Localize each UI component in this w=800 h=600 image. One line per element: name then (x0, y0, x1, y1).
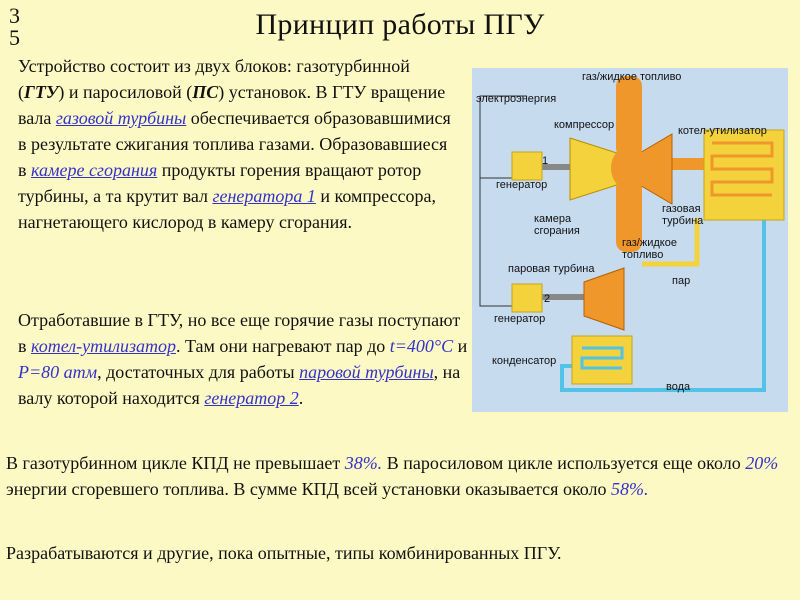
link-gas-turbine[interactable]: газовой турбины (55, 108, 187, 128)
text-span: Устройство состоит из двух блоков: газот… (18, 56, 410, 102)
ccgt-diagram: газ/жидкое топливо электроэнергия компре… (472, 68, 788, 412)
link-generator-2[interactable]: генератор 2 (204, 388, 299, 408)
slide-number: 35 (9, 3, 20, 50)
paragraph-device-description: Устройство состоит из двух блоков: газот… (18, 53, 458, 235)
paragraph-efficiency: В газотурбинном цикле КПД не превышает 3… (6, 450, 796, 502)
text-span: продукты горения вращают ротор турбины, … (18, 160, 422, 206)
label-gas-turbine-2: турбина (662, 215, 704, 227)
label-fuel-bottom-1: газ/жидкое (622, 237, 677, 249)
text-span: ) установок. В ГТУ вращение вала (18, 82, 446, 128)
temperature-value: t=400°C (389, 336, 454, 356)
text-span: , на валу которой находится (18, 362, 461, 408)
label-num-2: 2 (544, 293, 550, 305)
label-steam: пар (672, 275, 690, 287)
text-span: обеспечивается образовавшимися в результ… (18, 108, 451, 180)
text-span: ) и паросиловой ( (58, 82, 193, 102)
condenser-coil (580, 346, 624, 370)
label-chamber-1: камера (534, 213, 572, 225)
text-span: . (298, 388, 304, 408)
text-span: . Там они нагревают пар до (175, 336, 390, 356)
link-heat-recovery-boiler[interactable]: котел-утилизатор (31, 336, 176, 356)
water-return-pipe (600, 208, 766, 392)
slide-title: Принцип работы ПГУ (255, 8, 545, 41)
ps-abbrev: ПС (192, 82, 219, 102)
gtu-abbrev: ГТУ (24, 82, 59, 102)
label-fuel-top: газ/жидкое топливо (582, 71, 681, 83)
steam-pipe (642, 218, 700, 267)
text-span: и компрессора, нагнетающего кислород в к… (18, 186, 436, 232)
paragraph-exhaust-gases: Отработавшие в ГТУ, но все еще горячие г… (18, 307, 468, 411)
boiler-coil (710, 141, 774, 197)
label-generator-2: генератор (494, 313, 545, 325)
link-generator-1[interactable]: генератора 1 (212, 186, 316, 206)
label-gas-turbine-1: газовая (662, 203, 701, 215)
label-electricity: электроэнергия (476, 93, 556, 105)
text-span: Отработавшие в ГТУ, но все еще горячие г… (18, 310, 461, 356)
efficiency-gas-cycle: 38%. (344, 453, 383, 473)
paragraph-other-types: Разрабатываются и другие, пока опытные, … (6, 543, 562, 563)
label-fuel-bottom-2: топливо (622, 249, 663, 261)
generator-2-box (511, 283, 543, 313)
text-span: энергии сгоревшего топлива. В сумме КПД … (6, 479, 612, 499)
label-chamber-2: сгорания (534, 225, 580, 237)
combustion-chamber-core (611, 146, 647, 190)
label-boiler: котел-утилизатор (678, 125, 767, 137)
electricity-line (479, 95, 527, 307)
efficiency-total: 58%. (611, 479, 649, 499)
label-generator-1: генератор (496, 179, 547, 191)
text-span: В паросиловом цикле используется еще око… (382, 453, 746, 473)
text-span: В газотурбинном цикле КПД не превышает (6, 453, 345, 473)
label-water: вода (666, 381, 691, 393)
label-steam-turbine: паровая турбина (508, 263, 595, 275)
label-num-1: 1 (542, 155, 548, 167)
steam-turbine-shape (583, 267, 625, 331)
efficiency-steam-cycle: 20% (745, 453, 779, 473)
combustion-chamber-top (616, 76, 642, 158)
label-compressor: компрессор (554, 119, 614, 131)
generator-1-box (511, 151, 543, 181)
link-combustion-chamber[interactable]: камере сгорания (31, 160, 158, 180)
text-span: и (453, 336, 468, 356)
combustion-chamber-bottom (616, 178, 642, 252)
label-condenser: конденсатор (492, 355, 556, 367)
steam-turbine-shaft (532, 294, 592, 300)
link-steam-turbine[interactable]: паровой турбины (299, 362, 434, 382)
text-span: , достаточных для работы (97, 362, 300, 382)
pressure-value: P=80 атм (18, 362, 98, 382)
